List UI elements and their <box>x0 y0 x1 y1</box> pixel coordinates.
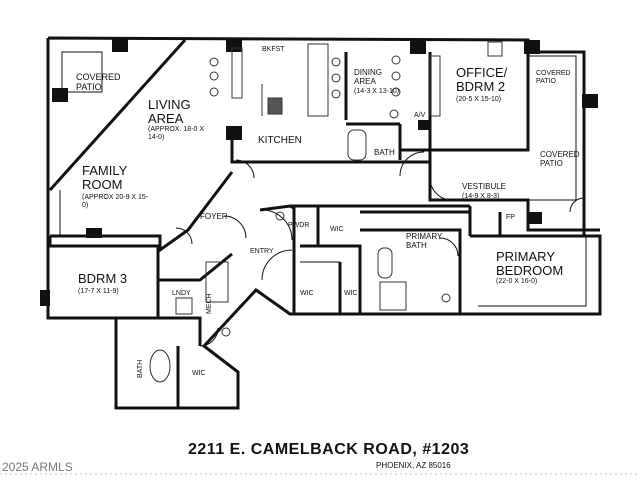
column <box>86 228 102 238</box>
stool <box>389 109 399 119</box>
mech-unit <box>205 261 229 303</box>
island <box>307 43 329 117</box>
label-bdrm3: BDRM 3 <box>78 271 128 286</box>
vestibule-wall <box>400 148 600 232</box>
primary-bath-wall <box>360 228 462 314</box>
stool <box>209 71 219 81</box>
label-covered-patio-right: COVERED PATIO <box>540 150 580 168</box>
laundry-wall <box>158 252 233 282</box>
door-swing <box>569 197 585 213</box>
stool <box>391 87 401 97</box>
door-swing <box>429 177 453 201</box>
cooktop <box>267 97 283 115</box>
column <box>52 88 68 102</box>
label-kitchen: KITCHEN <box>258 135 302 146</box>
vanity <box>429 55 441 117</box>
column <box>582 94 598 108</box>
label-primary-bath: PRIMARY BATH <box>406 232 443 250</box>
bdrm3-top-wall <box>48 236 160 248</box>
label-vestibule: VESTIBULE <box>462 182 507 191</box>
tub <box>377 247 393 279</box>
stool <box>209 87 219 97</box>
toilet <box>275 211 285 221</box>
label-family-room-dim: (APPROX 20-9 x 15-0) <box>82 194 149 209</box>
stool <box>331 73 341 83</box>
lower-bath-wall <box>116 316 202 346</box>
column <box>40 290 50 306</box>
label-bdrm3-dim: (17-7 x 11-9) <box>78 288 119 295</box>
label-covered-patio-left: COVERED PATIO <box>76 72 121 92</box>
stool <box>391 71 401 81</box>
label-office-dim: (20-5 x 15-10) <box>456 96 502 103</box>
column <box>418 120 430 130</box>
washer <box>175 297 193 315</box>
label-living-area-dim: (APPROX. 18-0 x 14-0) <box>148 126 205 141</box>
label-vestibule-dim: (14-9 x 8-3) <box>462 193 500 200</box>
patio-rail-left <box>61 51 103 93</box>
tub <box>149 349 171 383</box>
toilet <box>441 293 451 303</box>
door-swing <box>261 249 293 281</box>
living-diagonal-wall <box>48 38 187 192</box>
door-swing <box>235 159 255 179</box>
shower <box>379 281 407 311</box>
door-swing <box>175 227 193 245</box>
label-pwdr: PWDR <box>288 222 310 229</box>
label-fp: FP <box>506 214 515 221</box>
closet <box>487 41 503 57</box>
label-entry: ENTRY <box>250 248 274 255</box>
outer-wall <box>46 36 602 410</box>
label-wic-3: WIC <box>344 290 358 297</box>
door-swing <box>439 237 459 257</box>
label-wic-2: WIC <box>300 290 314 297</box>
label-lndy: LNDY <box>172 290 191 297</box>
label-bath-upper: BATH <box>374 148 395 157</box>
label-bath-lower: BATH <box>137 359 144 378</box>
label-mech: MECH <box>206 293 213 314</box>
stool <box>209 57 219 67</box>
door-swing <box>261 209 293 241</box>
column <box>524 40 540 54</box>
label-dining-area-dim: (14-3 x 13-10) <box>354 88 400 95</box>
kitchen-wall <box>230 140 430 164</box>
door-swing <box>223 215 247 239</box>
label-primary-bedroom-dim: (22-0 x 16-0) <box>496 278 538 285</box>
label-covered-patio-right-top: COVERED PATIO <box>536 70 571 85</box>
kitchen-counter <box>231 47 243 99</box>
label-family-room: FAMILY ROOM <box>82 163 128 192</box>
label-wic-1: WIC <box>330 226 344 233</box>
bedroom-inner <box>478 235 587 307</box>
stool <box>331 89 341 99</box>
stool <box>331 57 341 67</box>
column <box>112 38 128 52</box>
column <box>226 126 242 140</box>
column <box>410 40 426 54</box>
label-wic-4: WIC <box>192 370 206 377</box>
label-living-area: LIVING AREA <box>148 97 191 126</box>
door-swing <box>199 327 219 347</box>
label-primary-bedroom: PRIMARY BEDROOM <box>496 249 564 278</box>
copyright-watermark: 2025 ARMLS <box>2 460 73 474</box>
label-office: OFFICE/ BDRM 2 <box>456 65 508 94</box>
toilet <box>221 327 231 337</box>
label-av: A/V <box>414 112 426 119</box>
wic-block <box>300 244 362 314</box>
label-dining-area: DINING AREA <box>354 68 382 86</box>
stool <box>391 55 401 65</box>
column <box>226 38 242 52</box>
label-foyer: FOYER <box>200 212 228 221</box>
label-bkfst: BKFST <box>262 46 285 53</box>
patio-rail-right <box>528 55 577 201</box>
family-room-wall <box>50 171 234 253</box>
column <box>528 212 542 224</box>
address-city: PHOENIX, AZ 85016 <box>376 461 451 470</box>
address-title: 2211 E. CAMELBACK ROAD, #1203 <box>188 441 470 458</box>
tub <box>347 129 367 161</box>
door-swing <box>399 151 425 177</box>
